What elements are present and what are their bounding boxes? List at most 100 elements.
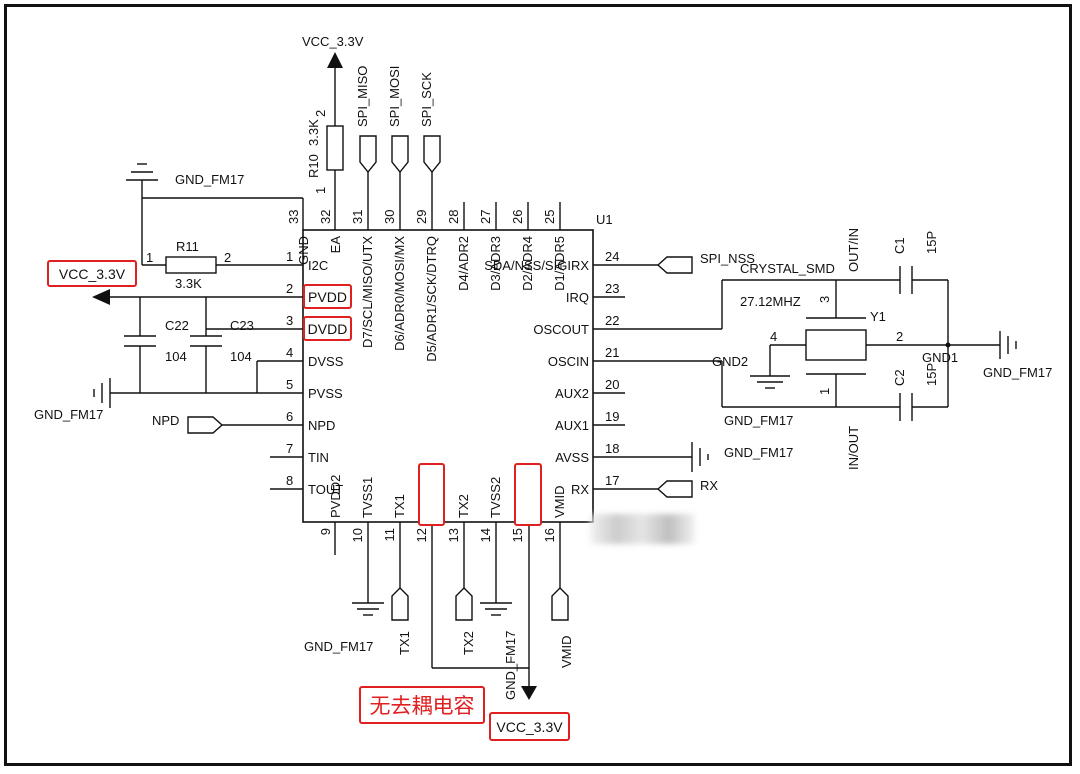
top-pin-number: 27: [478, 210, 493, 224]
no-decoupling-cap-note: 无去耦电容: [359, 686, 485, 724]
right-pin-name: SDA/NSS/SIGIRX: [484, 258, 589, 273]
crystal-ref: Y1: [870, 309, 886, 324]
left-pin-number: 2: [286, 281, 293, 296]
right-pin-number: 24: [605, 249, 619, 264]
blurred-watermark: [590, 514, 695, 544]
c23-value: 104: [230, 349, 252, 364]
npd-port-label: NPD: [152, 413, 179, 428]
top-pin-number: 29: [414, 210, 429, 224]
top-pin-number: 26: [510, 210, 525, 224]
dvdd-highlight: DVDD: [303, 316, 352, 341]
vcc-bottom-callout: VCC_3.3V: [489, 712, 570, 741]
vmid-port-label: VMID: [559, 636, 574, 669]
right-pin-name: AUX2: [555, 386, 589, 401]
tx2-port-label: TX2: [461, 631, 476, 655]
top-pin-name: EA: [328, 236, 343, 254]
vcc-bottom-arrow: [521, 686, 537, 700]
bottom-pin-name: TX2: [456, 494, 471, 518]
bottom-pin-number: 11: [382, 528, 397, 542]
c22-value: 104: [165, 349, 187, 364]
c2-value: 15P: [924, 363, 939, 386]
left-pin-name: I2C: [308, 258, 328, 273]
c22-ref: C22: [165, 318, 189, 333]
top-pin-number: 31: [350, 210, 365, 224]
right-pin-name: RX: [571, 482, 589, 497]
top-pin-name: D5/ADR1/SCK/DTRQ: [424, 236, 439, 362]
gnd-label-crystal: GND_FM17: [724, 413, 793, 428]
dvdd-highlight-text: DVDD: [307, 320, 348, 337]
right-pin-number: 18: [605, 441, 619, 456]
bottom-pin-name: TX1: [392, 494, 407, 518]
tvdd-highlight: [418, 463, 445, 526]
gnd1-label: GND1: [922, 350, 958, 365]
r11-pin2: 2: [224, 250, 231, 265]
bottom-pin-name: VMID: [552, 486, 567, 519]
bottom-pin-number: 13: [446, 528, 461, 542]
gnd-label-crystal-right: GND_FM17: [983, 365, 1052, 380]
chip-body: [302, 229, 594, 523]
right-pin-number: 23: [605, 281, 619, 296]
top-pin-number: 28: [446, 210, 461, 224]
top-pin-number: 33: [286, 210, 301, 224]
top-pin-number: 25: [542, 210, 557, 224]
gnd2-label: GND2: [712, 354, 748, 369]
top-pin-name: D2/ADR4: [520, 236, 535, 291]
bottom-pin-number: 9: [318, 528, 333, 535]
pvdd-highlight-text: PVDD: [308, 288, 347, 305]
chip-ref: U1: [596, 212, 613, 227]
vcc-left-callout: VCC_3.3V: [47, 260, 137, 287]
left-pin-number: 3: [286, 313, 293, 328]
right-pin-number: 22: [605, 313, 619, 328]
vcc-top-arrow: [327, 52, 343, 68]
left-pin-name: NPD: [308, 418, 335, 433]
crystal-pin3: 3: [817, 296, 832, 303]
rx-port-label: RX: [700, 478, 718, 493]
top-pin-name: D4/ADR2: [456, 236, 471, 291]
left-pin-number: 7: [286, 441, 293, 456]
crystal-freq: 27.12MHZ: [740, 294, 801, 309]
gnd-label-33: GND_FM17: [175, 172, 244, 187]
bottom-pin-number: 12: [414, 528, 429, 542]
left-pin-number: 6: [286, 409, 293, 424]
c2-ref: C2: [892, 369, 907, 386]
tx1-port-label: TX1: [397, 631, 412, 655]
spi-nss-label: SPI_NSS: [700, 251, 755, 266]
gnd-label-avss: GND_FM17: [724, 445, 793, 460]
vcc-top-label: VCC_3.3V: [302, 34, 364, 49]
crystal-pin1: 1: [817, 388, 832, 395]
right-pin-name: IRQ: [566, 290, 589, 305]
right-pin-number: 20: [605, 377, 619, 392]
pvdd-highlight: PVDD: [303, 284, 352, 309]
top-pin-number: 32: [318, 210, 333, 224]
in-out-label: IN/OUT: [846, 426, 861, 470]
schematic-frame: [4, 4, 1072, 766]
left-pin-number: 1: [286, 249, 293, 264]
crystal-pin2: 2: [896, 329, 903, 344]
left-pin-name: TOUT: [308, 482, 343, 497]
top-pin-name: D6/ADR0/MOSI/MX: [392, 236, 407, 351]
bottom-pin-number: 15: [510, 528, 525, 542]
r10-pin2: 2: [313, 110, 328, 117]
left-pin-name: PVSS: [308, 386, 343, 401]
spi-mosi-label: SPI_MOSI: [387, 66, 402, 127]
right-pin-name: AUX1: [555, 418, 589, 433]
crystal-label: CRYSTAL_SMD: [740, 261, 835, 276]
right-pin-number: 21: [605, 345, 619, 360]
top-pin-number: 30: [382, 210, 397, 224]
bottom-pin-number: 10: [350, 528, 365, 542]
top-pin-name: D1/ADR5: [552, 236, 567, 291]
bottom-pin-number: 16: [542, 528, 557, 542]
top-pin-name: D7/SCL/MISO/UTX: [360, 236, 375, 348]
left-pin-name: DVSS: [308, 354, 344, 369]
out-in-label: OUT/IN: [846, 228, 861, 272]
right-pin-name: OSCIN: [548, 354, 589, 369]
r11-ref: R11: [176, 239, 199, 254]
left-pin-number: 8: [286, 473, 293, 488]
r10-value: 3.3K: [306, 119, 321, 146]
top-pin-name: D3/ADR3: [488, 236, 503, 291]
c23-ref: C23: [230, 318, 254, 333]
crystal-pin4: 4: [770, 329, 777, 344]
gnd-label-pvss: GND_FM17: [34, 407, 103, 422]
gnd-label-tvss2: GND_FM17: [503, 631, 518, 700]
spi-miso-label: SPI_MISO: [355, 66, 370, 127]
